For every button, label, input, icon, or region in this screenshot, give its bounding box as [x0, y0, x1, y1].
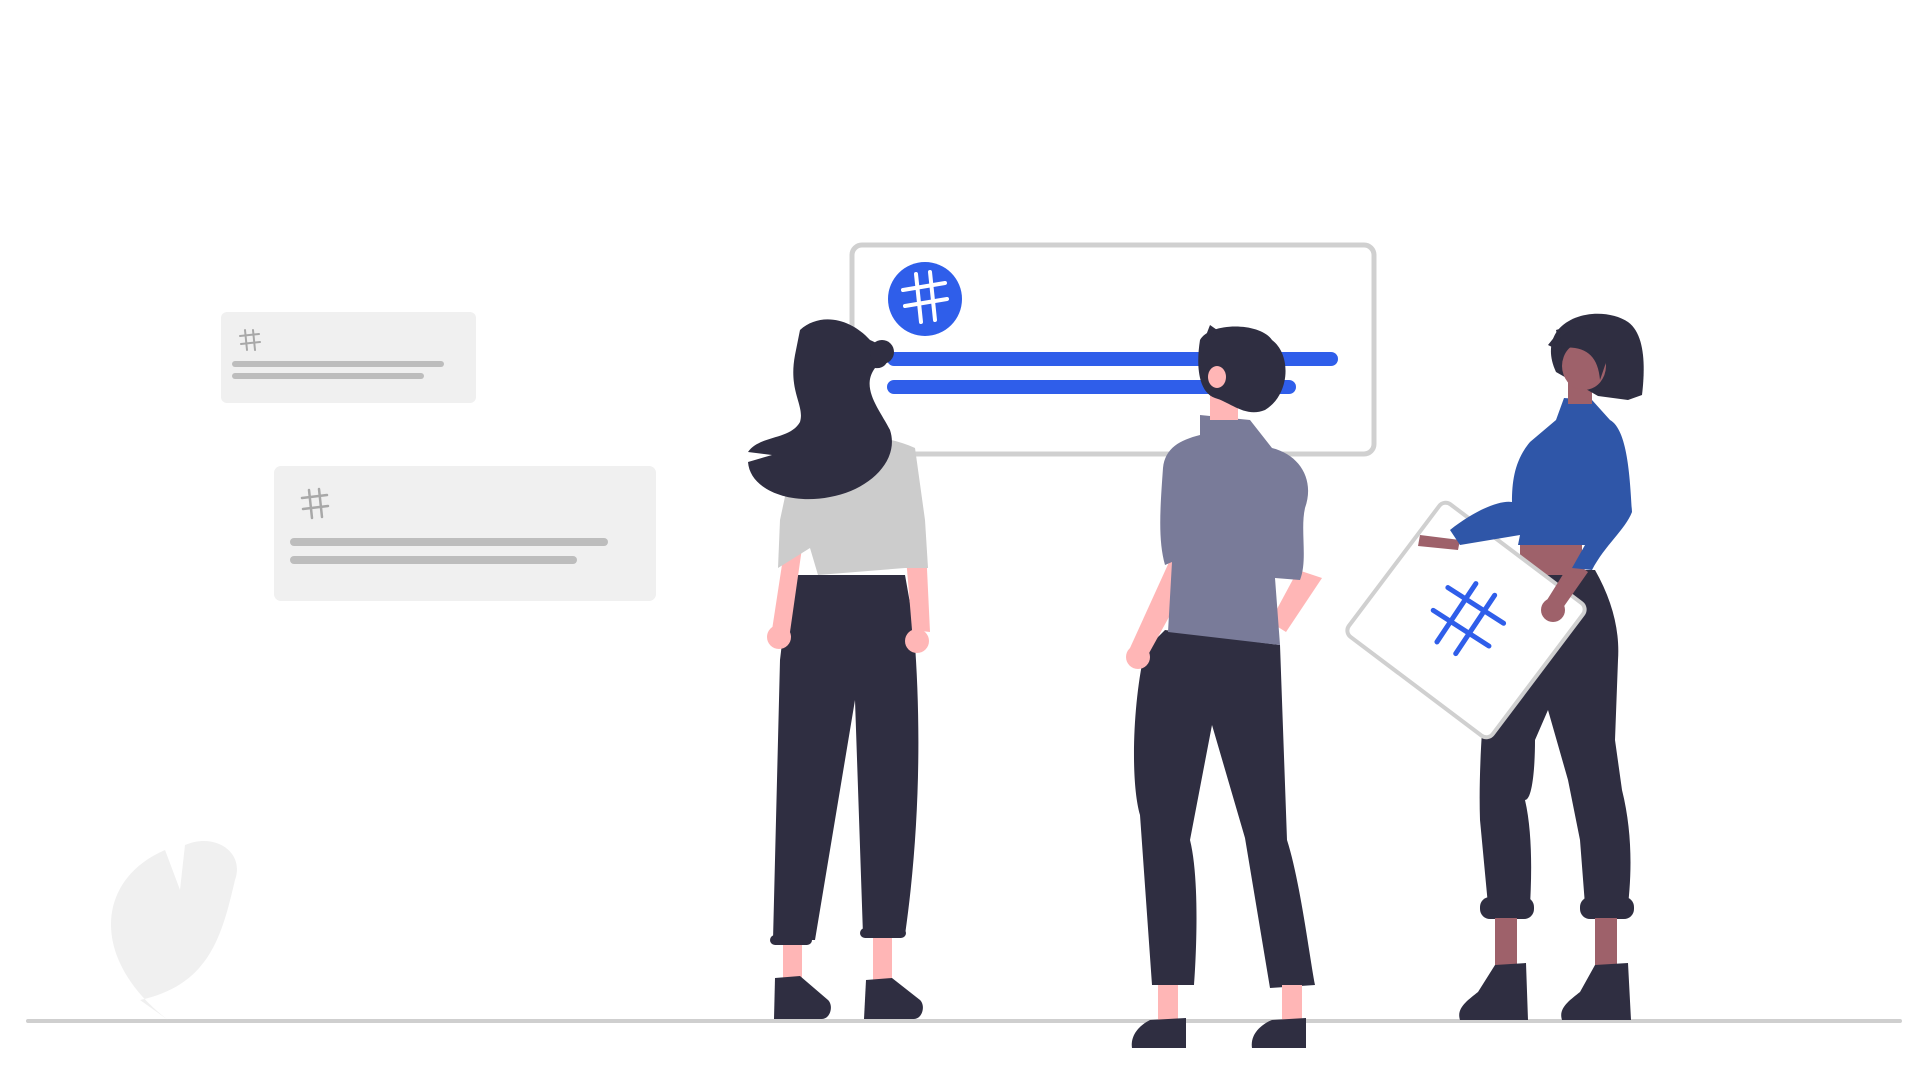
text-line — [290, 538, 608, 546]
text-line — [290, 556, 577, 564]
text-line — [232, 373, 424, 379]
person-woman-left — [748, 319, 930, 1019]
hashtag-board — [1345, 500, 1587, 740]
plant-decoration — [110, 840, 237, 1020]
hashtag-post-panel — [849, 242, 1377, 457]
hashtag-card-large — [274, 466, 656, 601]
hashtag-icon — [1430, 581, 1507, 657]
hashtag-icon — [901, 270, 949, 324]
hashtag-badge — [888, 262, 962, 336]
person-man-middle — [1126, 325, 1322, 1048]
person-woman-right — [1345, 313, 1644, 1020]
text-line — [232, 361, 444, 367]
hashtag-icon — [300, 487, 330, 520]
hashtag-icon — [239, 329, 261, 351]
hashtag-card-small — [221, 312, 476, 403]
text-line — [887, 380, 1296, 394]
